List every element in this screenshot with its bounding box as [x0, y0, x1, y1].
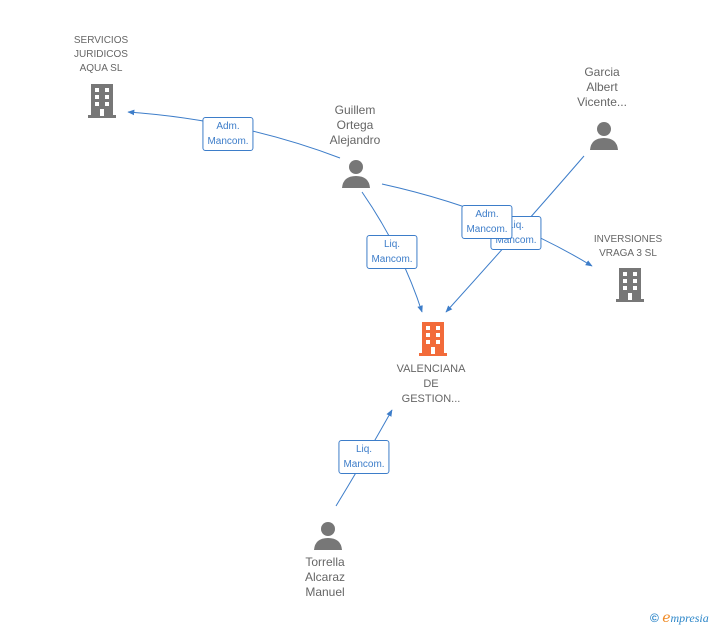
node-label-garcia: Garcia Albert Vicente... [577, 65, 627, 109]
node-label-torrella: Torrella Alcaraz Manuel [304, 555, 346, 599]
building-icon[interactable] [614, 268, 646, 302]
edge-label-torrella-valenciana[interactable]: Liq. Mancom. [338, 440, 390, 474]
person-icon[interactable] [589, 120, 619, 150]
person-icon[interactable] [313, 520, 343, 550]
edge-label-guillem-inversiones[interactable]: Adm. Mancom. [461, 205, 513, 239]
edge-label-guillem-servicios[interactable]: Adm. Mancom. [202, 117, 254, 151]
node-label-guillem: Guillem Ortega Alejandro [329, 103, 381, 147]
building-icon[interactable] [86, 84, 118, 118]
copyright-icon: © [650, 611, 659, 625]
edge-label-guillem-valenciana[interactable]: Liq. Mancom. [366, 235, 418, 269]
person-icon[interactable] [341, 158, 371, 188]
brand-logo: © empresia [650, 610, 709, 626]
node-label-servicios: SERVICIOS JURIDICOS AQUA SL [73, 35, 129, 74]
building-main-icon[interactable] [417, 322, 449, 356]
node-label-inversiones: INVERSIONES VRAGA 3 SL [593, 234, 663, 259]
node-label-valenciana: VALENCIANA DE GESTION... [396, 363, 466, 405]
